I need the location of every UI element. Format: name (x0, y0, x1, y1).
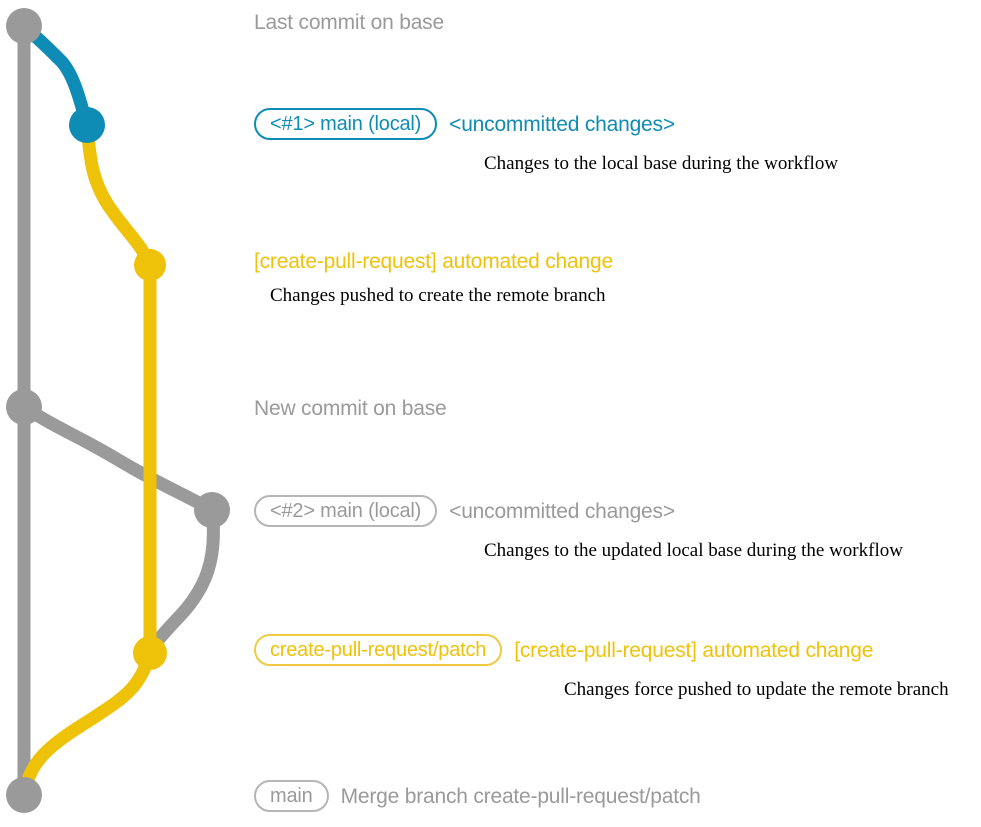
commit-row-new-commit: New commit on base (254, 397, 447, 420)
headline-local-2: <#2> main (local) <uncommitted changes> (254, 495, 903, 527)
branch-badge-label: create-pull-request/patch (270, 639, 487, 661)
local2-to-remote2-line (143, 503, 220, 660)
commit-title: New commit on base (254, 397, 447, 420)
branch-badge-main[interactable]: main (254, 780, 329, 812)
commit-title: [create-pull-request] automated change (514, 638, 874, 662)
commit-title: Last commit on base (254, 11, 444, 34)
node-base-commit-new[interactable] (6, 389, 42, 425)
commit-title: [create-pull-request] automated change (254, 250, 613, 273)
commit-subtitle: Changes to the updated local base during… (484, 540, 903, 561)
commit-subtitle: Changes to the local base during the wor… (484, 153, 839, 174)
commit-row-last-commit: Last commit on base (254, 12, 444, 33)
branch-badge-main-local-2[interactable]: <#2> main (local) (254, 495, 438, 527)
commit-row-remote-1: [create-pull-request] automated change C… (254, 251, 613, 305)
commit-title: <uncommitted changes> (449, 112, 675, 136)
node-remote-commit-2[interactable] (133, 636, 167, 670)
headline-remote-1: [create-pull-request] automated change (254, 251, 613, 272)
headline-last-commit: Last commit on base (254, 12, 444, 33)
node-local-commit-2[interactable] (194, 492, 230, 528)
commit-row-remote-2: create-pull-request/patch [create-pull-r… (254, 634, 949, 699)
branch-badge-label: <#1> main (local) (270, 113, 422, 135)
local1-to-remote1-line (80, 118, 157, 272)
remote2-to-merge-line (17, 646, 157, 802)
commit-title: <uncommitted changes> (449, 499, 675, 523)
commit-subtitle: Changes pushed to create the remote bran… (270, 285, 606, 306)
commit-row-local-1: <#1> main (local) <uncommitted changes> … (254, 108, 838, 173)
branch-badge-create-pull-request-patch[interactable]: create-pull-request/patch (254, 634, 503, 666)
branch-badge-label: <#2> main (local) (270, 500, 422, 522)
branch-badge-label: main (270, 785, 313, 807)
headline-remote-2: create-pull-request/patch [create-pull-r… (254, 634, 949, 666)
base-to-local2-line (17, 400, 219, 517)
node-local-commit-1[interactable] (69, 107, 105, 143)
node-base-commit-last[interactable] (6, 8, 42, 44)
branch-badge-main-local-1[interactable]: <#1> main (local) (254, 108, 438, 140)
headline-new-commit: New commit on base (254, 397, 447, 420)
base-to-local1-line (17, 19, 94, 132)
node-remote-commit-1[interactable] (134, 249, 166, 281)
commit-subtitle: Changes force pushed to update the remot… (564, 679, 949, 700)
node-base-commit-merge[interactable] (6, 777, 42, 813)
commit-row-merge: main Merge branch create-pull-request/pa… (254, 780, 701, 812)
headline-merge: main Merge branch create-pull-request/pa… (254, 780, 701, 812)
commit-row-local-2: <#2> main (local) <uncommitted changes> … (254, 495, 903, 560)
commit-title: Merge branch create-pull-request/patch (340, 784, 701, 808)
headline-local-1: <#1> main (local) <uncommitted changes> (254, 108, 838, 140)
